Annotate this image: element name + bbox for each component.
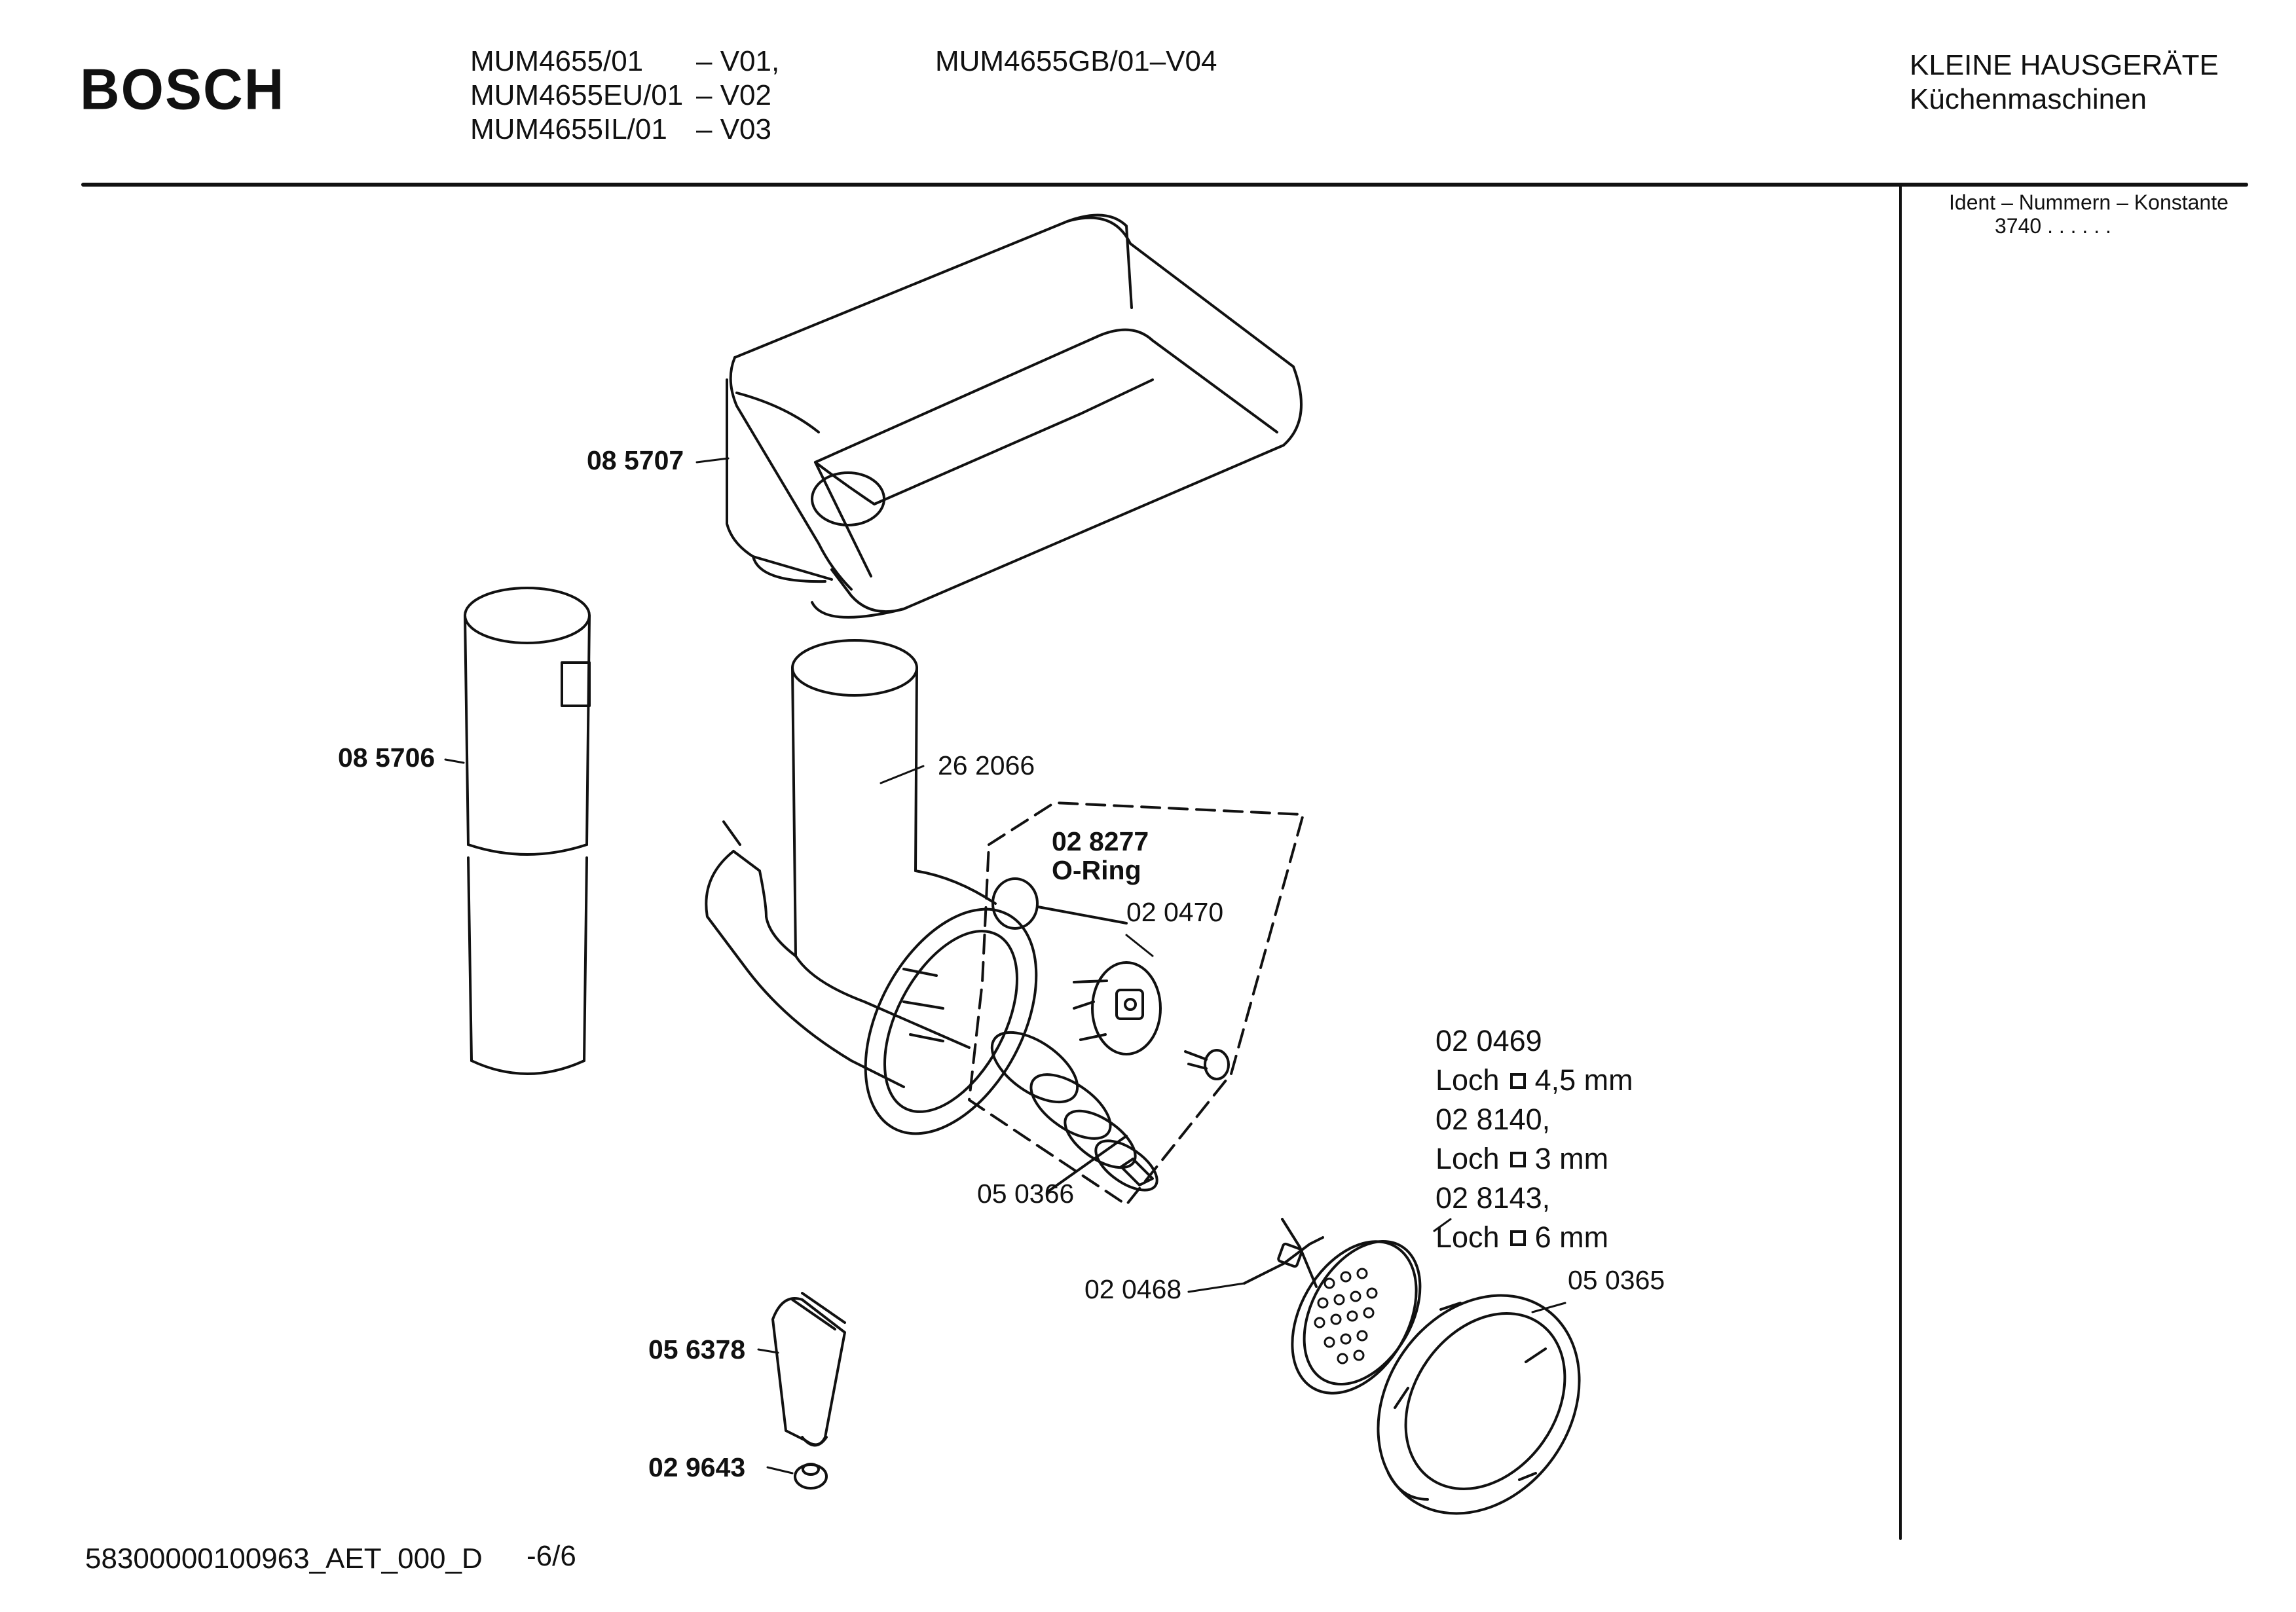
disc-option-text: Loch bbox=[1435, 1142, 1500, 1175]
disc-option-text: Loch bbox=[1435, 1220, 1500, 1254]
o-ring bbox=[991, 877, 1039, 930]
part-label-housing: 26 2066 bbox=[938, 750, 1035, 780]
worm-shaft bbox=[990, 1031, 1158, 1193]
model-name: MUM4655EU/01 bbox=[470, 79, 684, 111]
part-label-bearing: 02 0470 bbox=[1126, 897, 1224, 927]
disc-option-text: 02 0469 bbox=[1435, 1024, 1542, 1057]
disc-option-size: 6 mm bbox=[1534, 1220, 1609, 1254]
category-title: KLEINE HAUSGERÄTE bbox=[1910, 49, 2219, 81]
part-label-ring-nut: 05 0365 bbox=[1568, 1265, 1665, 1295]
square-hole-icon bbox=[1509, 1230, 1526, 1246]
bearing bbox=[1073, 961, 1162, 1055]
perforated-disc bbox=[1291, 1239, 1422, 1395]
square-hole-icon bbox=[1509, 1152, 1526, 1167]
model-line: MUM4655/01 – V01, bbox=[470, 45, 779, 79]
disc-option-line: Loch 4,5 mm bbox=[1435, 1061, 1633, 1100]
ring-nut bbox=[1377, 1294, 1581, 1515]
seal-ring bbox=[794, 1463, 828, 1490]
leader-lines bbox=[444, 457, 1566, 1475]
model-name: MUM4655/01 bbox=[470, 45, 644, 77]
model-line: MUM4655EU/01 – V02 bbox=[470, 79, 779, 113]
small-screw bbox=[1184, 1049, 1230, 1080]
disc-option-text: 02 8140, bbox=[1435, 1103, 1551, 1136]
category-subtitle: Küchenmaschinen bbox=[1910, 83, 2147, 115]
part-label-worm-shaft: 05 0366 bbox=[977, 1179, 1075, 1209]
disc-option-line: Loch 3 mm bbox=[1435, 1139, 1633, 1179]
assembly-outline bbox=[968, 801, 1305, 1206]
model-line: MUM4655IL/01 – V03 bbox=[470, 113, 779, 147]
disc-option-text: 02 8143, bbox=[1435, 1181, 1551, 1215]
ident-value: 3740 . . . . . . bbox=[1995, 214, 2111, 238]
model-variant: – V02 bbox=[696, 79, 771, 111]
page-number: -6/6 bbox=[527, 1540, 576, 1572]
part-label-knife: 02 0468 bbox=[1084, 1274, 1182, 1304]
disc-option-line: 02 8140, bbox=[1435, 1100, 1633, 1139]
sausage-attachment bbox=[771, 1292, 846, 1447]
model-name: MUM4655IL/01 bbox=[470, 113, 667, 145]
part-label-sausage-attachment: 05 6378 bbox=[648, 1334, 746, 1365]
disc-option-size: 3 mm bbox=[1534, 1142, 1609, 1175]
part-label-o-ring-name: O-Ring bbox=[1052, 855, 1141, 885]
ident-label: Ident – Nummern – Konstante bbox=[1949, 191, 2229, 214]
brand-logo: BOSCH bbox=[80, 56, 286, 122]
disc-option-line: 02 0469 bbox=[1435, 1021, 1633, 1061]
part-label-o-ring-number: 02 8277 bbox=[1052, 826, 1149, 856]
model-list: MUM4655/01 – V01, MUM4655EU/01 – V02 MUM46… bbox=[470, 45, 779, 147]
model-extra: MUM4655GB/01–V04 bbox=[935, 45, 1217, 77]
feed-tray bbox=[726, 213, 1303, 619]
disc-option-size: 4,5 mm bbox=[1534, 1063, 1633, 1097]
cutting-knife bbox=[1243, 1218, 1324, 1288]
disc-options-list: 02 0469 Loch 4,5 mm 02 8140, Loch 3 mm 02 … bbox=[1435, 1021, 1633, 1257]
part-label-seal: 02 9643 bbox=[648, 1452, 746, 1482]
pusher bbox=[464, 587, 591, 1075]
disc-option-line: 02 8143, bbox=[1435, 1179, 1633, 1218]
part-label-feed-tray: 08 5707 bbox=[587, 445, 684, 475]
model-variant: – V01, bbox=[696, 45, 780, 77]
disc-option-text: Loch bbox=[1435, 1063, 1500, 1097]
model-variant: – V03 bbox=[696, 113, 771, 145]
part-label-pusher: 08 5706 bbox=[338, 742, 435, 773]
document-id: 58300000100963_AET_000_D bbox=[85, 1543, 483, 1575]
square-hole-icon bbox=[1509, 1073, 1526, 1089]
disc-option-line: Loch 6 mm bbox=[1435, 1218, 1633, 1257]
